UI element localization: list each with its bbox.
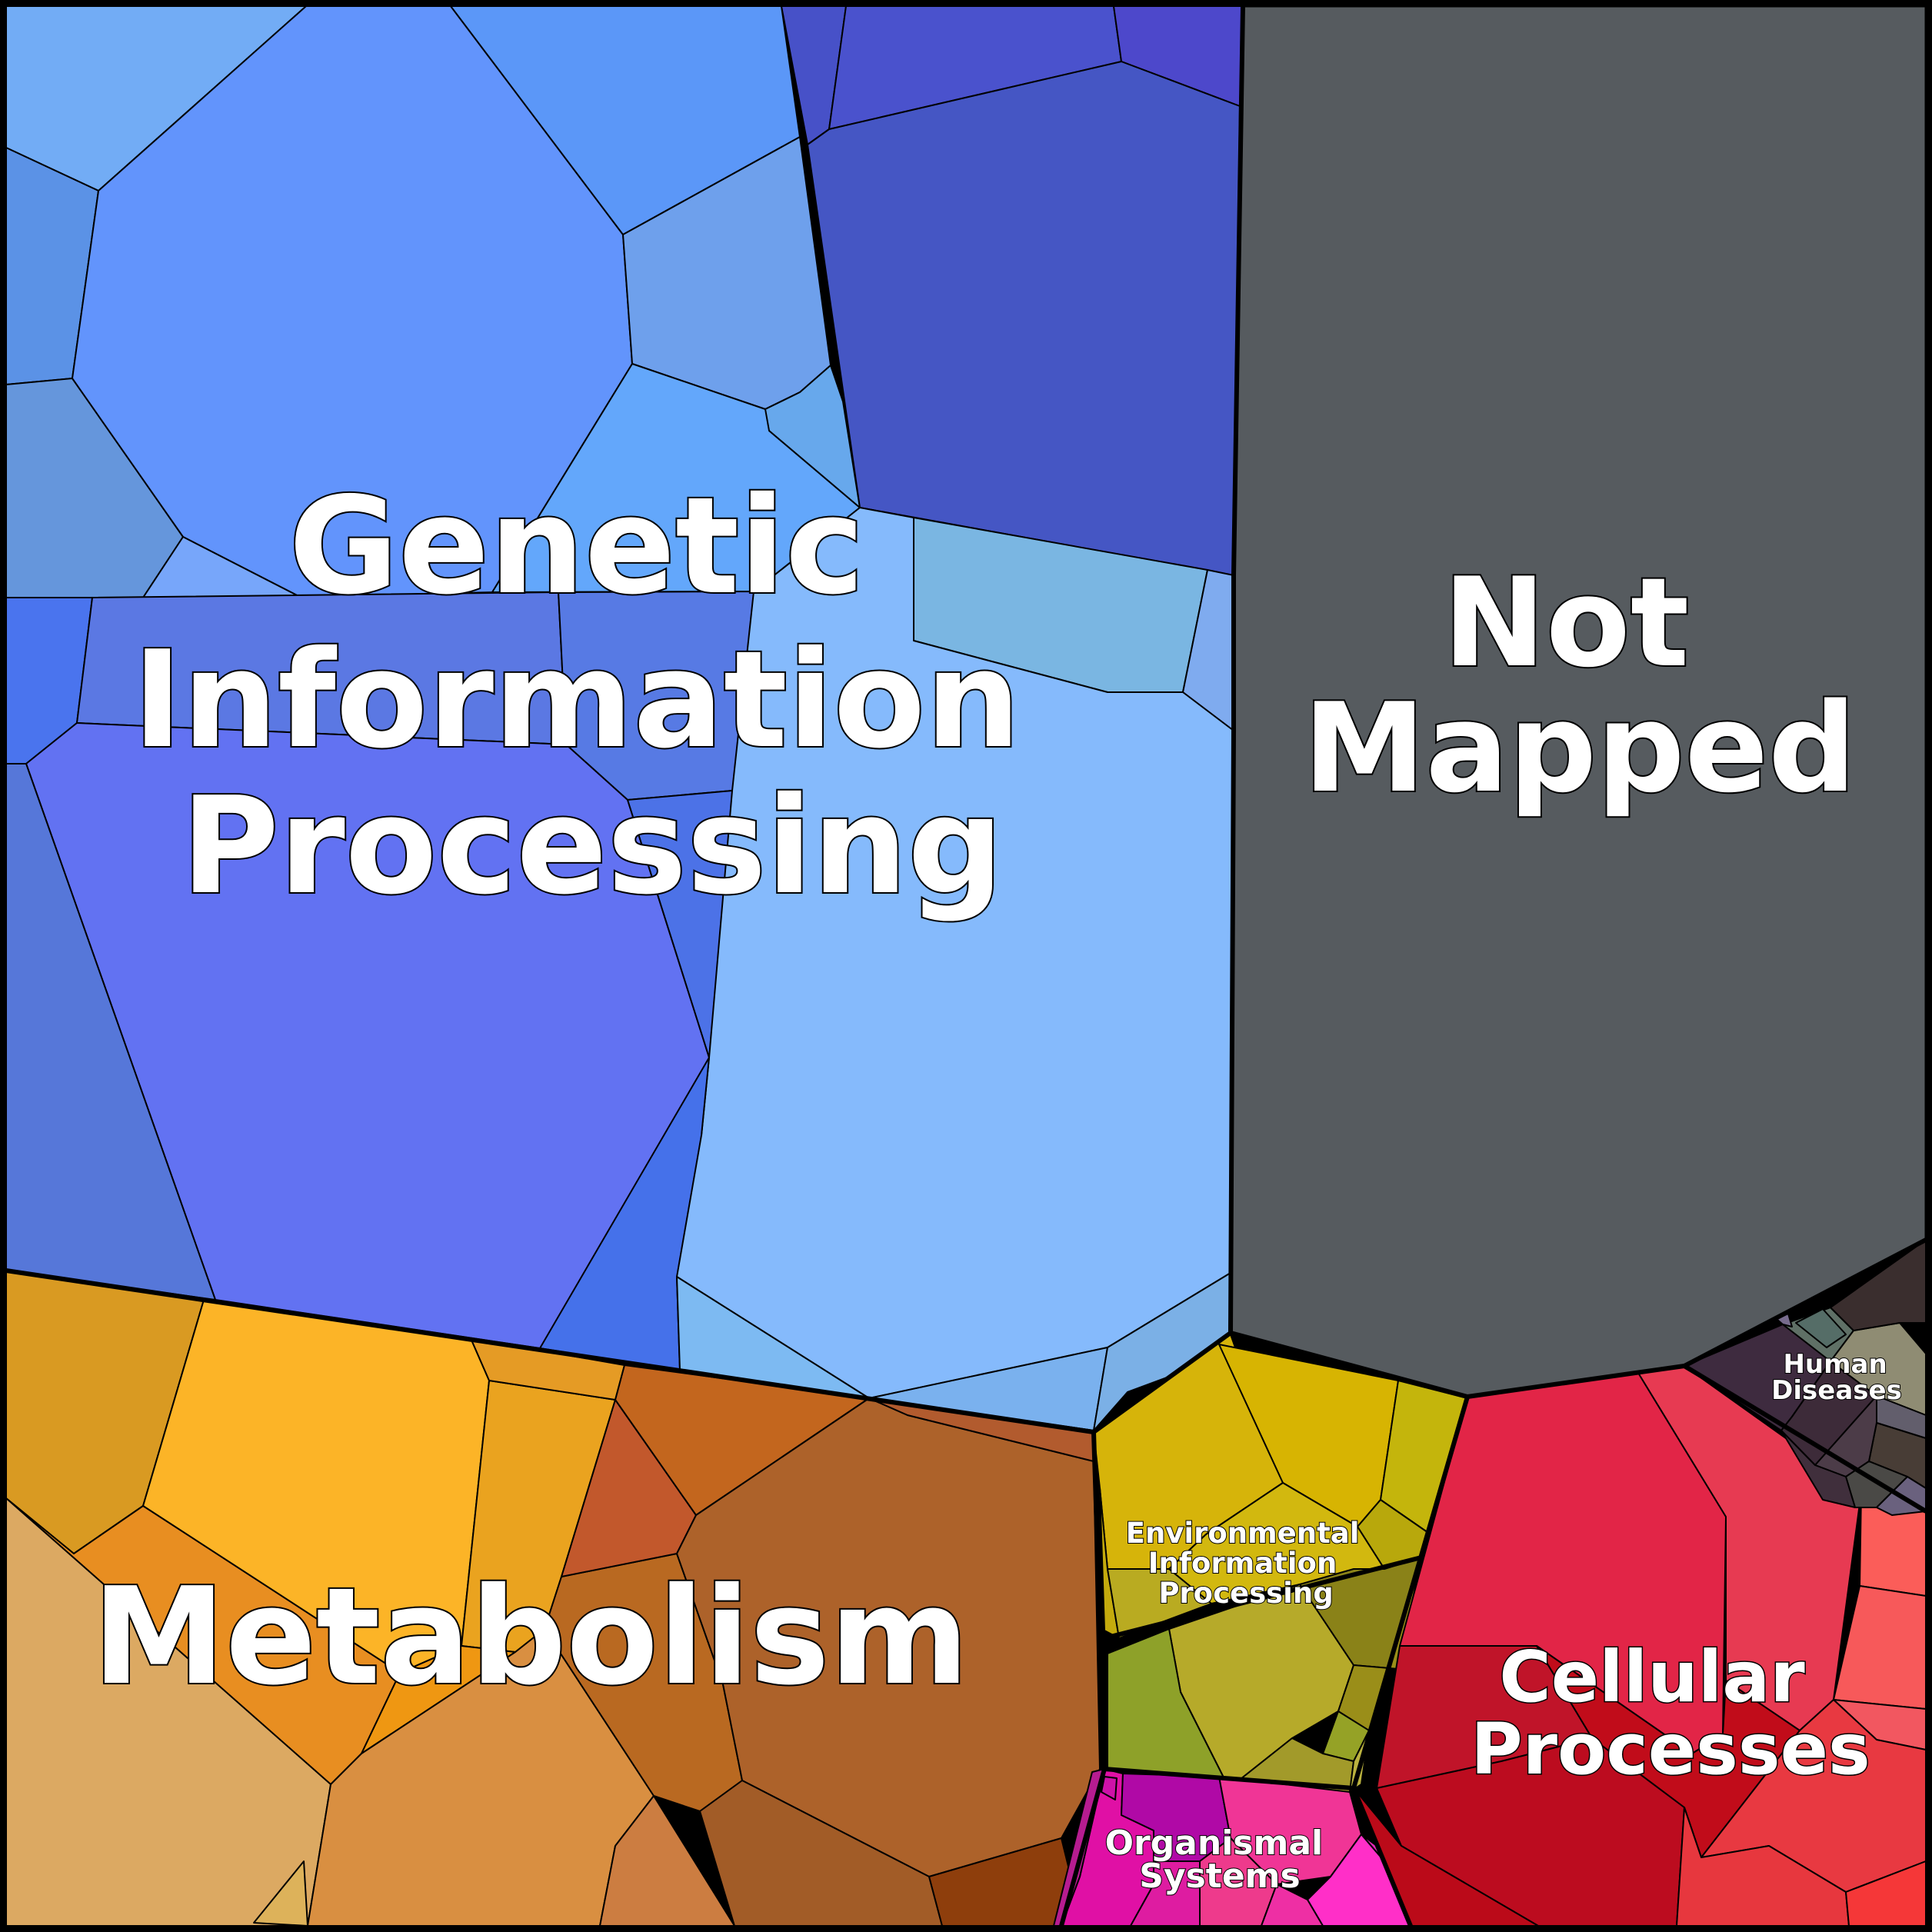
label-line: Cellular (1499, 1636, 1805, 1718)
category-borders (5, 5, 1927, 1927)
border-environmental-inner (1104, 1555, 1422, 1641)
label-line: Genetic (288, 468, 864, 625)
cell (1101, 1776, 1118, 1800)
cell (764, 365, 861, 508)
border-environmental-organismal (1104, 1767, 1354, 1790)
border-genetic-environmental (1092, 1331, 1232, 1434)
region-genetic-information-processing (5, 5, 1244, 1431)
region-environmental-information-processing (1093, 1334, 1468, 1793)
cell (1107, 1628, 1230, 1789)
border-organismal-cellular (1351, 1787, 1413, 1927)
label-line: Processing (181, 768, 1003, 924)
label-metabolism: Metabolism (92, 1559, 969, 1715)
cell (1168, 1482, 1385, 1604)
label-line: Organismal (1105, 1824, 1324, 1863)
cell (253, 1860, 308, 1927)
cell (1780, 1430, 1856, 1508)
region-metabolism (5, 1270, 1101, 1927)
cell (1107, 1568, 1212, 1639)
label-line: Processes (1471, 1708, 1870, 1790)
region-organismal-systems (1053, 1768, 1411, 1927)
label-line: Processing (1158, 1577, 1333, 1610)
label-line: Not (1443, 551, 1689, 695)
label-line: Human (1783, 1349, 1887, 1380)
label-line: Mapped (1303, 676, 1856, 820)
label-line: Metabolism (92, 1559, 969, 1715)
label-environmental-information-processing: Environmental Information Processing (1126, 1517, 1370, 1610)
border-environmental-not-mapped (1230, 1331, 1468, 1399)
label-genetic-information-processing: Genetic Information Processing (132, 468, 1067, 924)
label-line: Environmental (1126, 1517, 1360, 1550)
label-line: Information (132, 622, 1021, 778)
label-line: Diseases (1771, 1375, 1902, 1406)
cell (627, 790, 733, 1058)
border-genetic-not-mapped (1228, 5, 1245, 1334)
label-human-diseases: Human Diseases (1771, 1349, 1902, 1406)
label-organismal-systems: Organismal Systems (1105, 1824, 1335, 1896)
label-cellular-processes: Cellular Processes (1471, 1636, 1870, 1790)
label-not-mapped: Not Mapped (1303, 551, 1856, 820)
cell (1830, 1239, 1927, 1331)
border-human-cellular (1683, 1364, 1927, 1514)
label-line: Systems (1139, 1857, 1300, 1896)
border-genetic-metabolism (5, 1268, 1094, 1434)
label-line: Information (1148, 1547, 1337, 1580)
border-environmental-cellular (1351, 1396, 1470, 1789)
cell (1795, 1308, 1847, 1348)
